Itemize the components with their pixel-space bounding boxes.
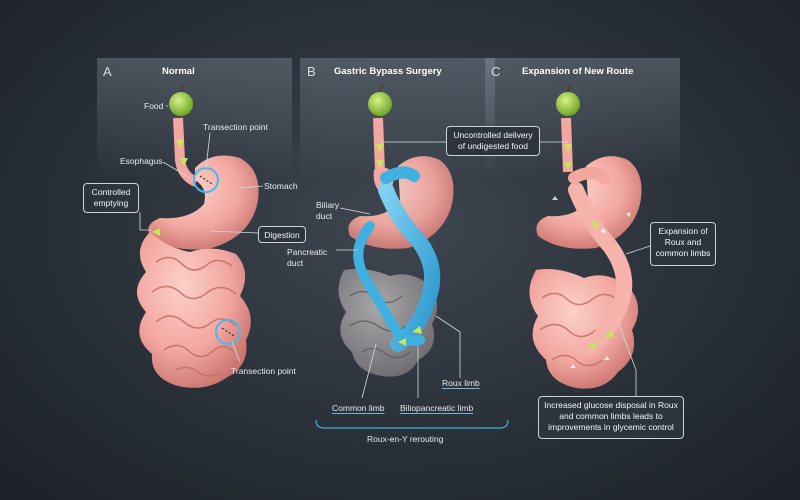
- label-stomach: Stomach: [264, 181, 298, 191]
- label-pancreatic-duct: Pancreatic duct: [287, 247, 328, 268]
- panel-c-header: [485, 58, 680, 178]
- label-transection-point-top: Transection point: [203, 122, 268, 132]
- panel-b-title: Gastric Bypass Surgery: [334, 66, 442, 77]
- label-esophagus: Esophagus: [120, 156, 163, 166]
- label-transection-point-bottom: Transection point: [231, 366, 296, 376]
- label-common-limb: Common limb: [332, 403, 385, 413]
- food-apple-icon: [169, 84, 193, 116]
- panel-c-letter: C: [491, 64, 501, 79]
- box-glucose-disposal: Increased glucose disposal in Roux and c…: [538, 396, 684, 439]
- label-biliopancreatic-limb: Biliopancreatic limb: [400, 403, 474, 413]
- expanded-roux-limb-shape: [568, 182, 633, 356]
- panel-b-letter: B: [307, 64, 316, 79]
- label-biliary-duct: Biliary duct: [316, 200, 340, 221]
- panel-a-title: Normal: [162, 66, 195, 77]
- box-expansion-limbs: Expansion of Roux and common limbs: [650, 222, 716, 266]
- box-controlled-emptying: Controlled emptying: [83, 183, 139, 213]
- rerouting-bracket: [315, 419, 509, 429]
- label-food: Food: [144, 101, 164, 111]
- panel-b-anatomy: [315, 84, 509, 429]
- box-digestion: Digestion: [258, 226, 306, 243]
- panel-c-title: Expansion of New Route: [522, 66, 634, 77]
- panel-a-anatomy: [137, 84, 264, 388]
- label-roux-en-y-rerouting: Roux-en-Y rerouting: [367, 434, 444, 444]
- food-apple-icon: [368, 84, 392, 116]
- box-uncontrolled-delivery: Uncontrolled delivery of undigested food: [446, 126, 540, 156]
- intestine-shape: [137, 232, 251, 388]
- expanded-intestine-shape: [529, 269, 639, 389]
- food-apple-icon: [556, 84, 580, 116]
- roux-limb-shape: [378, 182, 441, 352]
- stomach-shape: [148, 155, 259, 250]
- panel-a-letter: A: [103, 64, 112, 79]
- biliopancreatic-limb-shape: [353, 221, 425, 346]
- label-roux-limb: Roux limb: [442, 378, 480, 388]
- panel-b-header: [300, 58, 495, 178]
- transection-marker-bottom: [215, 319, 241, 345]
- panel-c-anatomy: [529, 84, 651, 396]
- panel-a-header: [97, 58, 292, 178]
